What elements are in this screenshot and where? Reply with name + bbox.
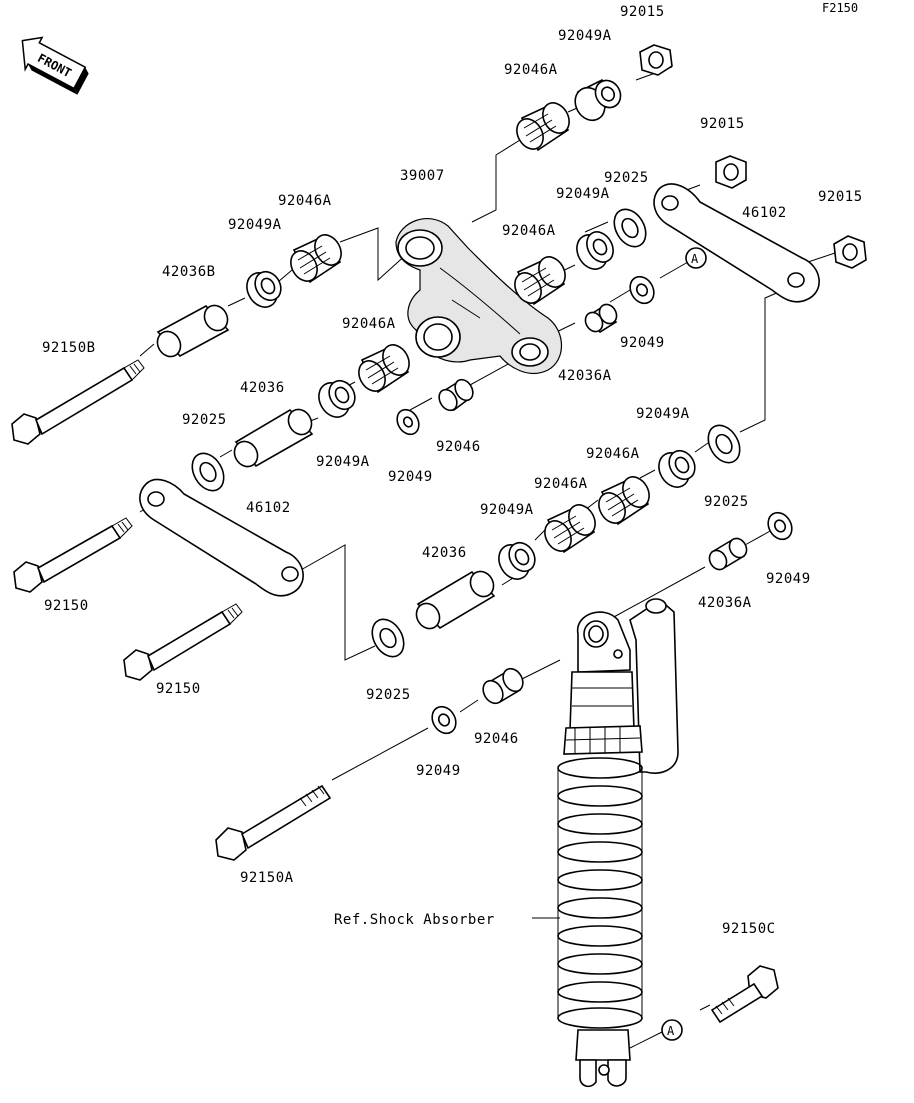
bearing-92046A-left	[290, 234, 342, 284]
label-92049-right-top: 92049	[620, 335, 665, 351]
label-92046A-right: 92046A	[502, 223, 556, 239]
label-92046A-top: 92046A	[504, 62, 558, 78]
label-42036-lower: 42036	[422, 545, 467, 561]
callout-a-upper: A	[685, 247, 707, 269]
washer-92025-lower	[371, 618, 405, 658]
collar-92049A-center	[318, 379, 356, 418]
bearing-92046-lower	[482, 667, 524, 705]
washer-92049-lower	[431, 705, 457, 735]
link-46102-right	[653, 183, 820, 303]
collar-92049A-left	[246, 270, 282, 308]
bolt-92150-lower	[123, 603, 243, 681]
link-46102-left	[139, 478, 304, 597]
nut-92015-top	[639, 44, 673, 76]
label-92049A-mid-right: 92049A	[636, 406, 690, 422]
label-92046A-left: 92046A	[278, 193, 332, 209]
rocker-arm-39007	[395, 217, 562, 375]
bearing-92046-center	[438, 378, 474, 412]
label-42036-left: 42036	[240, 380, 285, 396]
callout-a-upper-letter: A	[691, 252, 699, 266]
label-92046A-mid-right: 92046A	[586, 446, 640, 462]
label-92015-top: 92015	[620, 4, 665, 20]
washer-92049-center	[396, 408, 420, 436]
collar-92049A-top	[574, 78, 622, 122]
label-92049-lower: 92049	[416, 763, 461, 779]
bearing-92046A-right	[514, 256, 566, 306]
label-92015-right: 92015	[818, 189, 863, 205]
bolt-92150A	[215, 784, 332, 861]
bolt-92150C	[710, 965, 779, 1024]
label-92049A-lower: 92049A	[480, 502, 534, 518]
label-92025-lower: 92025	[366, 687, 411, 703]
collar-92049A-lower	[498, 541, 536, 580]
collar-92049A-upper	[576, 231, 614, 270]
label-92150B: 92150B	[42, 340, 96, 356]
label-92049A-top: 92049A	[558, 28, 612, 44]
sleeve-42036-left	[233, 408, 314, 468]
label-92046A-lower: 92046A	[534, 476, 588, 492]
callout-a-lower-letter: A	[667, 1024, 675, 1038]
label-92049-right-lower: 92049	[766, 571, 811, 587]
label-92049A-upper-right: 92049A	[556, 186, 610, 202]
label-39007: 39007	[400, 168, 445, 184]
washer-92025-upper	[613, 208, 647, 248]
bearing-92046A-center	[358, 344, 410, 394]
label-42036A-top: 42036A	[558, 368, 612, 384]
sleeve-42036A-upper	[584, 303, 618, 334]
nut-92015-mid	[715, 155, 747, 189]
reference-shock-absorber: Ref.Shock Absorber	[334, 912, 495, 928]
bearing-92046A-lower	[544, 504, 596, 554]
label-42036A-lower: 42036A	[698, 595, 752, 611]
bolt-92150B	[11, 359, 145, 445]
label-92046-lower: 92046	[474, 731, 519, 747]
label-92046A-center: 92046A	[342, 316, 396, 332]
shock-absorber	[557, 598, 679, 1088]
washer-92049-upper-right	[629, 275, 655, 305]
sleeve-42036-lower	[415, 570, 496, 630]
label-46102-right: 46102	[742, 205, 787, 221]
label-46102-left: 46102	[246, 500, 291, 516]
sleeve-42036A-lower	[708, 537, 748, 571]
collar-92049A-mid-right	[658, 449, 696, 488]
front-arrow-icon: FRONT	[21, 36, 89, 95]
label-92150-upper: 92150	[44, 598, 89, 614]
label-92025-top: 92025	[604, 170, 649, 186]
label-92150C: 92150C	[722, 921, 776, 937]
callout-a-lower: A	[661, 1019, 683, 1041]
label-92025-left: 92025	[182, 412, 227, 428]
label-42036B: 42036B	[162, 264, 216, 280]
washer-92025-left	[191, 452, 225, 492]
washer-92049-lower-right	[767, 511, 793, 541]
shock-spring	[557, 757, 643, 1029]
bearing-92046A-top	[516, 102, 570, 152]
label-92150A: 92150A	[240, 870, 294, 886]
bearing-92046A-mid-right	[598, 476, 650, 526]
part-labels: 92015 92049A 92046A 92015 39007 92025 92…	[42, 4, 863, 937]
washer-92025-mid-right	[707, 424, 741, 464]
nut-92015-right	[833, 235, 867, 269]
label-92049A-left: 92049A	[228, 217, 282, 233]
figure-code: F2150	[822, 1, 858, 15]
bolt-92150-upper	[13, 517, 133, 593]
label-92025-mid-right: 92025	[704, 494, 749, 510]
label-92150-lower: 92150	[156, 681, 201, 697]
sleeve-42036B	[156, 304, 230, 358]
label-92046-center: 92046	[436, 439, 481, 455]
label-92015-mid: 92015	[700, 116, 745, 132]
label-92049-center: 92049	[388, 469, 433, 485]
label-92049A-center: 92049A	[316, 454, 370, 470]
